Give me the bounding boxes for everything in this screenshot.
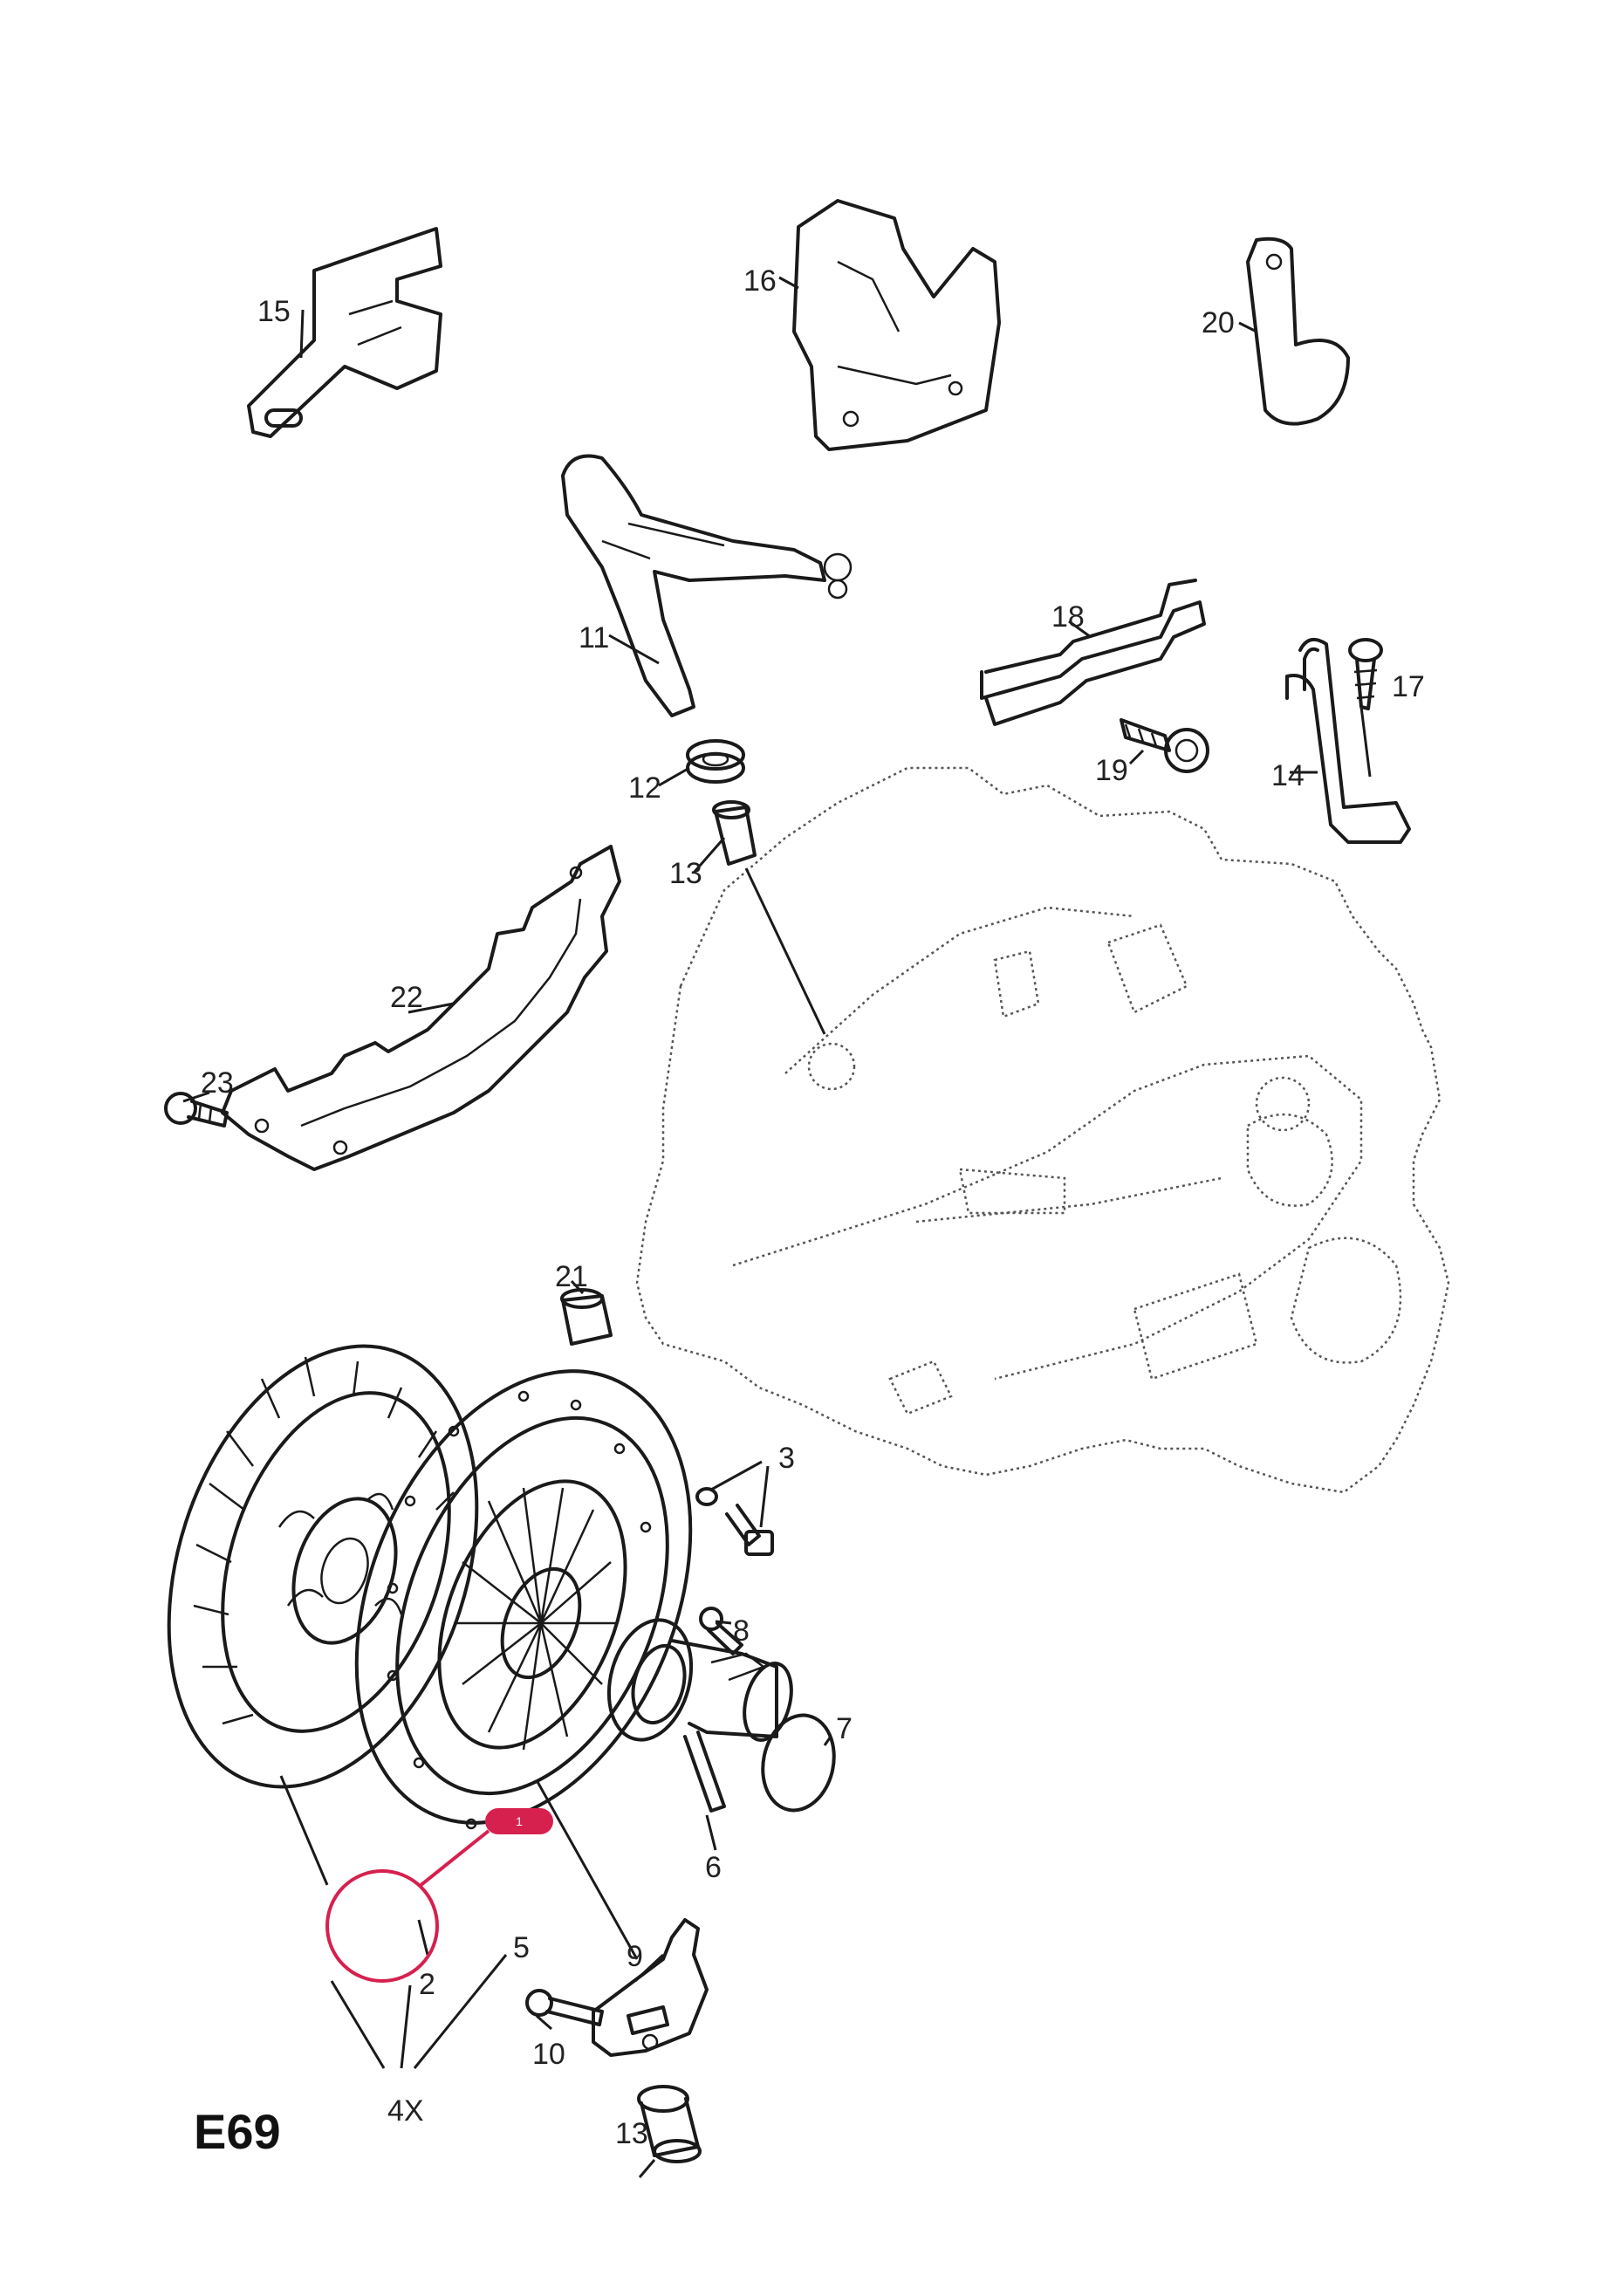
hotspot-highlight-ring[interactable] [325,1869,439,1983]
part-10-bolt[interactable] [525,1989,604,2026]
sheet-code: E69 [194,2104,281,2159]
callout-7[interactable]: 7 [836,1712,853,1745]
part-23-bolt[interactable] [164,1092,229,1127]
callout-19[interactable]: 19 [1095,754,1128,787]
callout-3[interactable]: 3 [778,1442,795,1475]
callout-9[interactable]: 9 [627,1940,643,1973]
part-11-release-shaft[interactable] [561,454,853,717]
part-5-pressure-plate[interactable] [294,1321,754,1873]
callout-22[interactable]: 22 [390,981,423,1014]
callout-21[interactable]: 21 [555,1260,588,1293]
callout-2[interactable]: 2 [419,1968,435,2001]
part-16-mount[interactable] [792,199,1001,451]
part-19-bolt[interactable] [1120,718,1209,773]
callout-10[interactable]: 10 [532,2038,565,2071]
part-13-bush-upper[interactable] [712,800,757,866]
hotspot-badge[interactable]: 1 [485,1808,553,1834]
callout-12[interactable]: 12 [628,771,661,805]
part-12-bush[interactable] [686,739,745,784]
callout-8[interactable]: 8 [733,1614,750,1648]
part-7-seal[interactable] [754,1709,842,1817]
callout-4x[interactable]: 4X [387,2094,424,2128]
part-17-screw[interactable] [1348,638,1383,710]
part-9-release-fork[interactable] [592,1918,709,2057]
callout-15[interactable]: 15 [257,295,291,328]
callout-18[interactable]: 18 [1051,600,1085,634]
callout-13-upper[interactable]: 13 [669,857,702,890]
part-20-clip[interactable] [1246,236,1350,426]
callout-5[interactable]: 5 [513,1931,530,1964]
part-15-bracket[interactable] [247,227,442,438]
part-6-release-bearing[interactable] [596,1611,798,1813]
callout-17[interactable]: 17 [1392,670,1425,703]
callout-6[interactable]: 6 [705,1851,722,1884]
part-21-bush[interactable] [560,1288,613,1346]
callout-23[interactable]: 23 [201,1066,234,1100]
leader-lines [182,276,1372,2178]
part-8-bolt[interactable] [699,1607,766,1682]
callout-14[interactable]: 14 [1271,759,1305,792]
part-18-bracket[interactable] [980,579,1206,726]
part-14-pipe-bracket[interactable] [1285,637,1411,844]
part-13-bush-lower[interactable] [637,2085,702,2163]
callout-11[interactable]: 11 [579,621,610,655]
callout-16[interactable]: 16 [743,264,777,298]
callout-20[interactable]: 20 [1202,306,1235,339]
part-3-bolt[interactable] [695,1487,774,1556]
transmission-housing [635,766,1450,1494]
callout-13-lower[interactable]: 13 [615,2117,648,2150]
